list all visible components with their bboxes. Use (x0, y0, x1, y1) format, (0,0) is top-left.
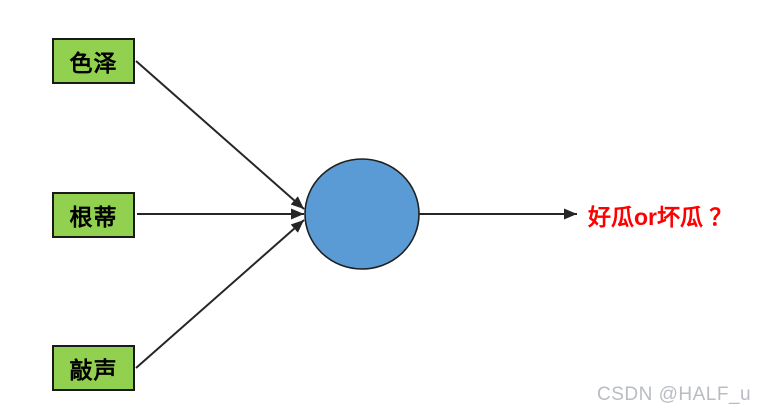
arrow-color-to-neuron (135, 60, 305, 210)
neuron-circle (304, 158, 420, 270)
arrow-sound-to-neuron (135, 219, 305, 369)
csdn-watermark: CSDN @HALF_u (597, 384, 752, 405)
input-box-sound: 敲声 (52, 345, 135, 391)
input-box-color-label: 色泽 (69, 50, 118, 76)
input-box-sound-label: 敲声 (69, 357, 118, 383)
input-box-root: 根蒂 (52, 192, 135, 238)
input-box-root-label: 根蒂 (69, 204, 118, 230)
input-box-color: 色泽 (52, 38, 135, 84)
output-question-label: 好瓜or坏瓜 ？ (588, 204, 733, 230)
